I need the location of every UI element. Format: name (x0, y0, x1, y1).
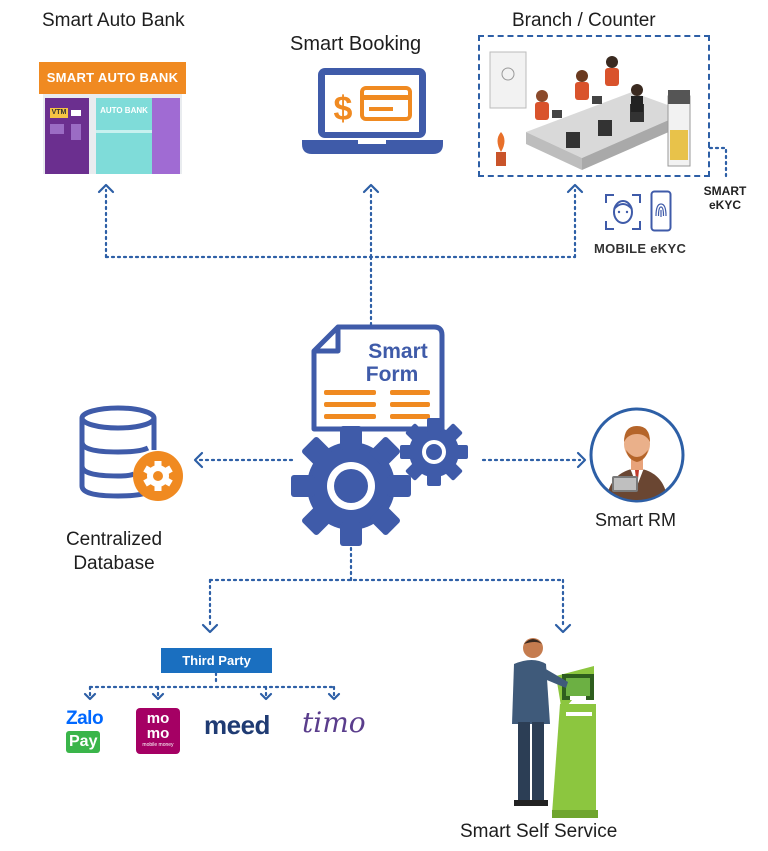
momo-logo: mo mo mobile money (136, 708, 180, 754)
svg-text:Form: Form (366, 363, 419, 386)
smart-rm-label: Smart RM (595, 510, 676, 530)
database-label: Centralized Database (65, 529, 163, 574)
database-icon (79, 405, 183, 501)
zalopay-logo: Zalo Pay (66, 709, 118, 757)
relationship-manager-avatar (589, 407, 685, 503)
branch-frame (478, 35, 710, 177)
laptop-payment-icon: $ (302, 68, 443, 154)
svg-text:$: $ (334, 90, 353, 128)
smart-ekyc-label: SMART eKYC (703, 184, 747, 212)
branch-office-icon (489, 51, 691, 170)
gear-icon (291, 426, 411, 546)
auto-bank-label: Smart Auto Bank (42, 10, 185, 31)
meed-logo: meed (204, 710, 270, 740)
timo-logo: timo (302, 706, 366, 739)
smart-form-document-icon: Smart Form (311, 324, 445, 432)
auto-bank-side-panel (152, 98, 180, 174)
small-gear-icon (400, 418, 468, 486)
auto-bank-illustration: SMART AUTO BANK VTM AUTO BANK (39, 62, 186, 174)
self-service-kiosk-icon (512, 638, 598, 818)
mobile-ekyc-label: MOBILE eKYC (594, 241, 687, 256)
third-party-badge: Third Party (161, 648, 272, 673)
face-scan-icon (605, 194, 641, 230)
branch-label: Branch / Counter (512, 10, 656, 31)
svg-text:Smart: Smart (368, 340, 428, 363)
atm-machine-icon: VTM (45, 98, 89, 174)
vtm-screen: VTM (50, 108, 68, 118)
booking-label: Smart Booking (290, 33, 422, 55)
auto-bank-machine: AUTO BANK (96, 98, 152, 174)
self-service-label: Smart Self Service (460, 821, 618, 842)
auto-bank-banner: SMART AUTO BANK (39, 62, 186, 94)
fingerprint-phone-icon (650, 190, 672, 232)
